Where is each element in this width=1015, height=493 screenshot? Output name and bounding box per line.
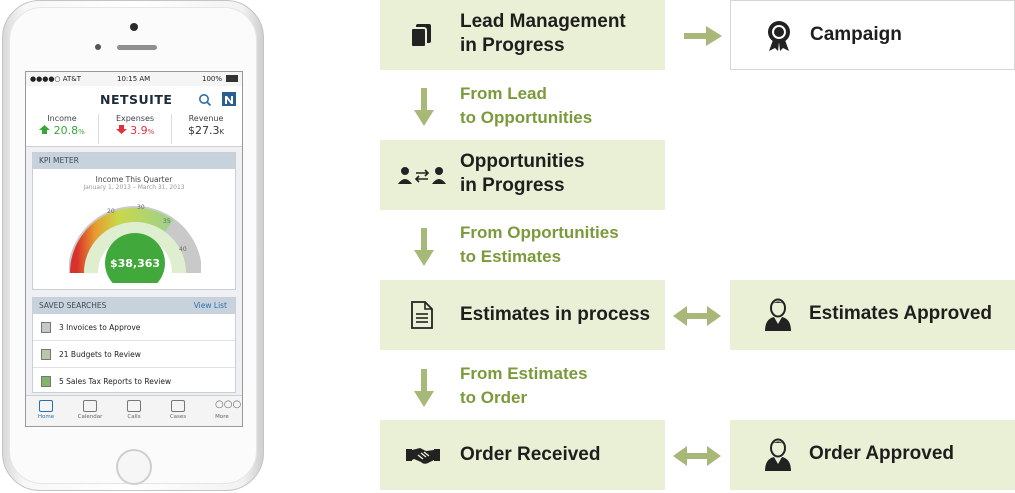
cases-icon bbox=[171, 400, 185, 412]
battery-icon bbox=[226, 75, 238, 82]
battery-label: 100% bbox=[202, 75, 223, 83]
tab-calendar[interactable]: Calendar bbox=[70, 398, 110, 420]
earpiece bbox=[117, 45, 157, 50]
view-list-link[interactable]: View List bbox=[193, 301, 227, 310]
kpi-meter-card[interactable]: KPI METER Income This Quarter January 1,… bbox=[32, 152, 236, 290]
node-label: Order Received bbox=[460, 444, 601, 465]
app-header: NETSUITE bbox=[26, 86, 242, 113]
saved-search-item[interactable]: 21 Budgets to Review bbox=[33, 341, 235, 368]
clock-label: 10:15 AM bbox=[117, 75, 151, 83]
gauge-tick: 20 bbox=[107, 208, 115, 215]
saved-searches-title: SAVED SEARCHES bbox=[39, 301, 107, 310]
tab-calls[interactable]: Calls bbox=[114, 398, 154, 420]
handshake-icon bbox=[406, 448, 440, 464]
approver-person-icon bbox=[765, 298, 791, 331]
campaign-label: Campaign bbox=[810, 24, 902, 45]
phone-mockup: ●●●●○ AT&T 10:15 AM 100% NETSUITE Income… bbox=[2, 0, 264, 491]
gauge-tick: 30 bbox=[137, 204, 145, 211]
stat-label: Revenue bbox=[188, 114, 224, 123]
estimates-approved-label: Estimates Approved bbox=[809, 303, 993, 324]
tab-bar: Home Calendar Calls Cases ○○○More bbox=[26, 395, 242, 426]
stat-value: 20.8% bbox=[26, 124, 98, 137]
saved-searches-card: SAVED SEARCHES View List 3 Invoices to A… bbox=[32, 297, 236, 393]
order-approved-label: Order Approved bbox=[809, 443, 954, 464]
carrier-label: ●●●●○ AT&T bbox=[30, 75, 82, 83]
search-icon[interactable] bbox=[198, 92, 212, 107]
arrow-right-icon bbox=[684, 26, 722, 46]
stat-value: $27.3K bbox=[187, 124, 225, 137]
arrow-down-icon bbox=[414, 88, 434, 126]
invoice-icon bbox=[41, 322, 51, 333]
gauge-tick: 40 bbox=[179, 246, 187, 253]
expenses-stat[interactable]: Expenses 3.9% bbox=[98, 114, 172, 144]
front-camera bbox=[130, 23, 138, 31]
award-badge-icon bbox=[768, 21, 790, 51]
income-stat[interactable]: Income 20.8% bbox=[26, 114, 98, 137]
order-approved-box: Order Approved bbox=[730, 420, 1015, 490]
document-icon bbox=[411, 301, 433, 329]
tab-cases[interactable]: Cases bbox=[158, 398, 198, 420]
more-icon: ○○○ bbox=[215, 399, 242, 410]
phone-icon bbox=[127, 400, 141, 412]
arrow-down-icon bbox=[414, 228, 434, 266]
estimates-approved-box: Estimates Approved bbox=[730, 280, 1015, 350]
stat-label: Expenses bbox=[115, 114, 155, 123]
kpi-value: $38,363 bbox=[110, 257, 160, 270]
status-bar: ●●●●○ AT&T 10:15 AM 100% bbox=[26, 72, 242, 86]
arrow-down-icon bbox=[414, 369, 434, 407]
netsuite-n-icon[interactable] bbox=[222, 92, 236, 106]
revenue-stat[interactable]: Revenue $27.3K bbox=[170, 114, 242, 137]
sensor bbox=[95, 44, 101, 50]
stat-value: 3.9% bbox=[99, 124, 171, 137]
budget-icon bbox=[41, 349, 51, 360]
saved-search-item[interactable]: 3 Invoices to Approve bbox=[33, 314, 235, 341]
tab-more[interactable]: ○○○More bbox=[215, 399, 242, 421]
kpi-summary: Income 20.8% Expenses 3.9% Revenue $27.3… bbox=[26, 112, 242, 147]
arrow-down-icon bbox=[115, 125, 127, 134]
saved-search-item[interactable]: 5 Sales Tax Reports to Review bbox=[33, 368, 235, 394]
node-label: Estimates in process bbox=[460, 304, 651, 325]
saved-searches-header: SAVED SEARCHES View List bbox=[33, 298, 235, 314]
tax-report-icon bbox=[41, 376, 51, 387]
people-exchange-icon bbox=[398, 167, 446, 184]
double-arrow-icon bbox=[673, 306, 721, 326]
kpi-gauge: 20 30 35 40 $38,363 bbox=[69, 204, 201, 283]
stat-label: Income bbox=[47, 114, 77, 123]
kpi-title: Income This Quarter bbox=[95, 175, 173, 184]
phone-screen: ●●●●○ AT&T 10:15 AM 100% NETSUITE Income… bbox=[25, 71, 243, 427]
home-icon bbox=[39, 400, 53, 412]
calendar-icon bbox=[83, 400, 97, 412]
arrow-up-icon bbox=[39, 125, 51, 134]
approver-person-icon bbox=[765, 438, 791, 471]
kpi-date-range: January 1, 2013 – March 31, 2013 bbox=[83, 184, 185, 191]
app-logo: NETSUITE bbox=[100, 92, 173, 107]
campaign-box: Campaign bbox=[730, 0, 1015, 70]
gauge-tick: 35 bbox=[163, 218, 171, 225]
kpi-meter-header: KPI METER bbox=[33, 153, 235, 169]
estimates-box: Estimates in process bbox=[380, 280, 665, 350]
double-arrow-icon bbox=[673, 446, 721, 466]
stacked-documents-icon bbox=[410, 24, 431, 48]
tab-home[interactable]: Home bbox=[26, 398, 66, 420]
home-button[interactable] bbox=[116, 449, 152, 485]
order-received-box: Order Received bbox=[380, 420, 665, 490]
